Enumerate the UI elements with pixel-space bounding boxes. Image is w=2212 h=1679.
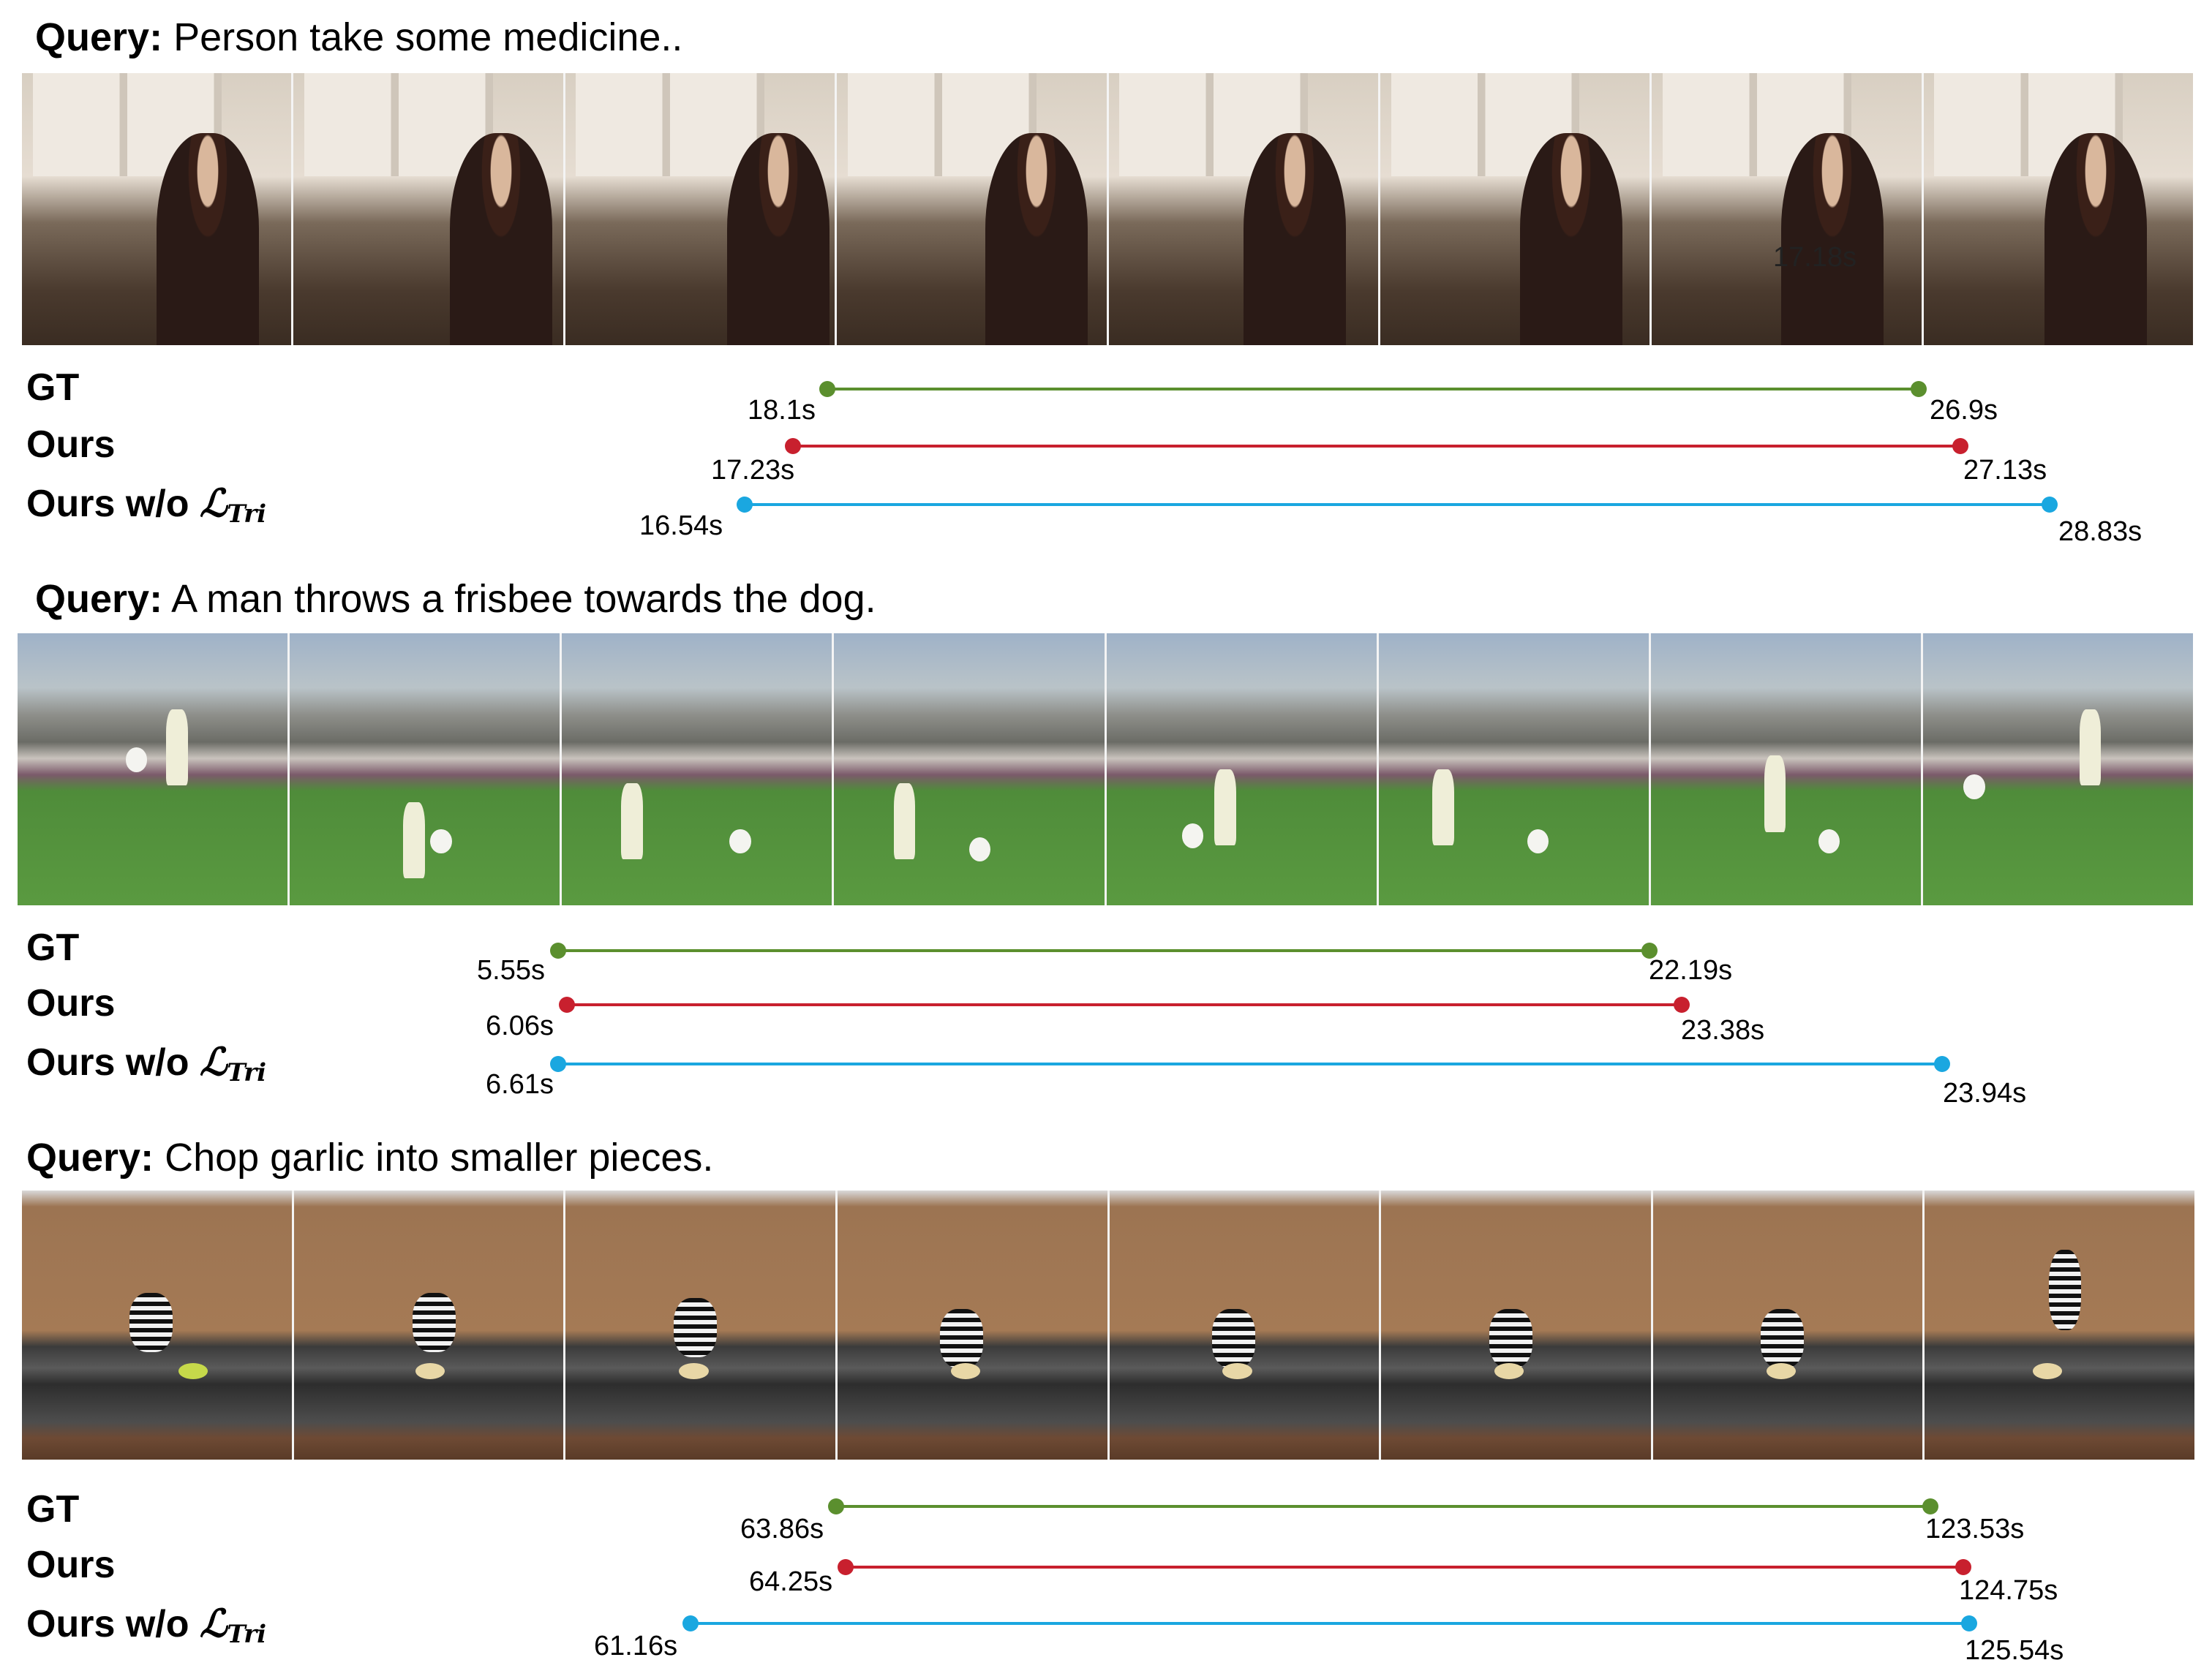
gt-end-marker	[1922, 1498, 1938, 1514]
ours-wo-end-label: 28.83s	[2058, 516, 2143, 547]
gt-start-marker	[828, 1498, 844, 1514]
video-frame	[837, 73, 1109, 345]
ours-wo-start-marker	[682, 1615, 699, 1631]
row-label-ours-wo: Ours w/o ℒTri	[26, 1601, 267, 1649]
video-frame	[565, 73, 838, 345]
video-frame	[1922, 633, 2193, 905]
gt-end-label: 123.53s	[1925, 1514, 2025, 1544]
query-1: Query: Person take some medicine..	[35, 15, 682, 60]
ours-start-marker	[559, 997, 575, 1013]
query-2: Query: A man throws a frisbee towards th…	[35, 576, 876, 622]
ours-end-label: 23.38s	[1681, 1015, 1765, 1046]
ours-end-marker	[1952, 438, 1968, 454]
ours-wo-start-label: 61.16s	[594, 1631, 678, 1661]
gt-end-label: 26.9s	[1930, 395, 1998, 426]
ours-wo-end-marker	[1934, 1056, 1950, 1072]
gt-segment	[836, 1505, 1930, 1508]
ours-wo-start-marker	[737, 497, 753, 513]
ours-segment	[793, 445, 1960, 448]
row-label-gt: GT	[26, 366, 80, 409]
video-frame	[834, 633, 1107, 905]
video-frame	[1378, 633, 1651, 905]
query-text: Person take some medicine..	[173, 15, 683, 59]
video-frame	[293, 73, 565, 345]
ours-segment	[846, 1566, 1963, 1569]
video-frame	[562, 633, 835, 905]
ours-wo-end-label: 125.54s	[1965, 1635, 2064, 1666]
query-label: Query:	[35, 577, 163, 621]
video-frame	[1381, 1191, 1653, 1460]
ours-start-label: 64.25s	[749, 1566, 833, 1597]
video-frame	[837, 1191, 1110, 1460]
query-3: Query: Chop garlic into smaller pieces.	[26, 1135, 713, 1180]
video-frames-2	[18, 633, 2193, 905]
ours-wo-start-marker	[550, 1056, 566, 1072]
ours-end-label: 27.13s	[1963, 455, 2047, 486]
video-frame	[290, 633, 563, 905]
gt-start-label: 63.86s	[740, 1514, 824, 1544]
video-frame	[1380, 73, 1652, 345]
video-frame	[1106, 633, 1379, 905]
row-label-gt: GT	[26, 1488, 80, 1531]
row-label-ours: Ours	[26, 1544, 116, 1586]
query-text: Chop garlic into smaller pieces.	[165, 1136, 714, 1180]
ours-wo-segment	[558, 1063, 1942, 1065]
video-frame	[18, 633, 290, 905]
ours-start-label: 6.06s	[486, 1011, 554, 1041]
query-label: Query:	[35, 15, 163, 59]
video-frame	[22, 1191, 294, 1460]
ours-start-label: 17.23s	[711, 455, 795, 486]
ours-wo-segment	[745, 503, 2050, 506]
ours-end-marker	[1955, 1559, 1971, 1575]
video-frame	[1652, 1191, 1925, 1460]
ours-wo-end-marker	[2042, 497, 2058, 513]
gt-end-marker	[1911, 381, 1927, 397]
ours-end-marker	[1674, 997, 1690, 1013]
video-frames-1: 17.18s	[22, 73, 2193, 345]
gt-start-label: 5.55s	[477, 955, 545, 986]
gt-segment	[558, 949, 1649, 952]
gt-start-marker	[550, 943, 566, 959]
ours-wo-start-label: 16.54s	[639, 510, 723, 541]
ours-end-label: 124.75s	[1959, 1575, 2058, 1606]
row-label-ours: Ours	[26, 423, 116, 466]
gt-start-marker	[819, 381, 835, 397]
row-label-ours-wo: Ours w/o ℒTri	[26, 481, 267, 529]
gt-start-label: 18.1s	[748, 395, 816, 426]
row-label-gt: GT	[26, 927, 80, 969]
gt-segment	[827, 388, 1919, 390]
video-frames-3	[22, 1191, 2194, 1460]
ours-start-marker	[838, 1559, 854, 1575]
ours-wo-segment	[691, 1622, 1969, 1625]
ours-start-marker	[785, 438, 801, 454]
video-frame	[293, 1191, 566, 1460]
query-label: Query:	[26, 1136, 154, 1180]
video-frame	[1923, 73, 2193, 345]
gt-end-label: 22.19s	[1649, 955, 1733, 986]
ours-wo-start-label: 6.61s	[486, 1069, 554, 1100]
video-frame	[1925, 1191, 2194, 1460]
row-label-ours-wo: Ours w/o ℒTri	[26, 1040, 267, 1087]
ours-wo-end-label: 23.94s	[1943, 1078, 2027, 1109]
video-frame	[1108, 73, 1380, 345]
video-frame	[1109, 1191, 1382, 1460]
query-text: A man throws a frisbee towards the dog.	[171, 577, 876, 621]
ours-segment	[567, 1003, 1682, 1006]
video-frame	[1650, 633, 1923, 905]
video-frame	[565, 1191, 838, 1460]
video-frame	[22, 73, 294, 345]
frame-timestamp: 17.18s	[1773, 241, 1857, 273]
row-label-ours: Ours	[26, 982, 116, 1025]
gt-end-marker	[1641, 943, 1658, 959]
video-frame: 17.18s	[1652, 73, 1924, 345]
ours-wo-end-marker	[1961, 1615, 1977, 1631]
